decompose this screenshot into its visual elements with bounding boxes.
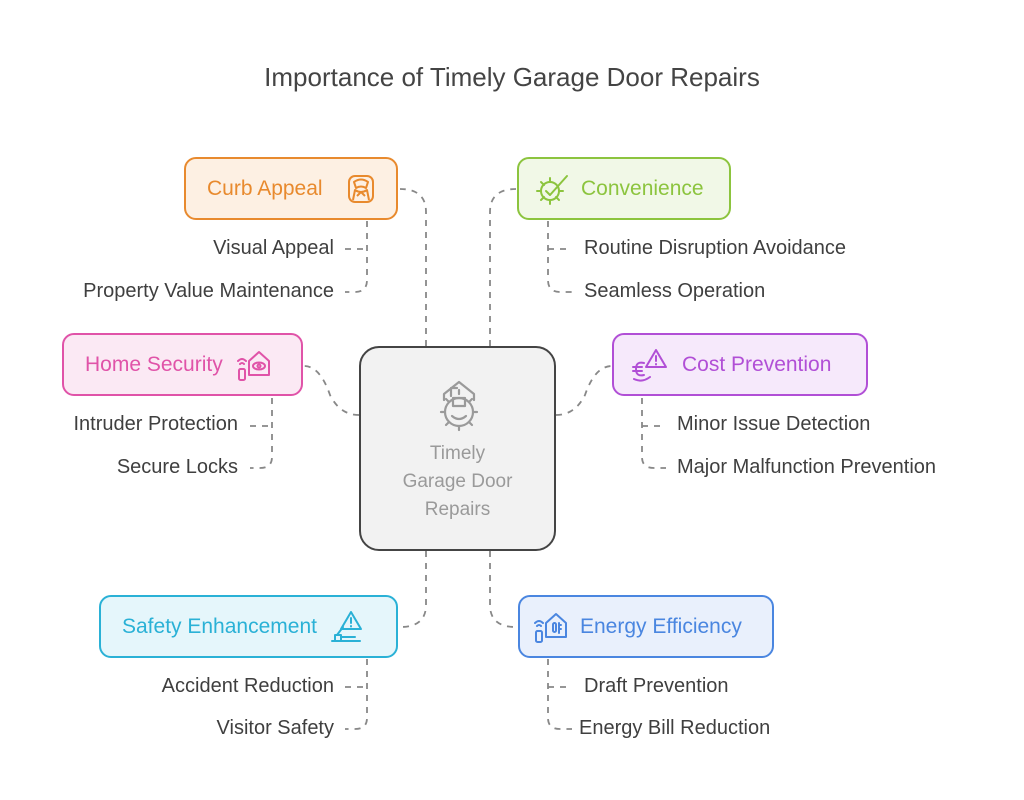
connector-convenience xyxy=(489,188,517,346)
connector-energy-efficiency xyxy=(489,551,517,628)
energy-efficiency-node: Energy Efficiency xyxy=(518,595,774,658)
gear-check-icon xyxy=(536,174,568,205)
connector-safety-enhancement xyxy=(399,551,427,628)
home-camera-icon xyxy=(236,350,270,381)
connector-home-security xyxy=(303,365,360,416)
convenience-label: Convenience xyxy=(581,176,704,200)
car-seat-icon xyxy=(347,174,374,203)
bracket-safety-enhancement xyxy=(345,659,368,730)
cost-warning-icon xyxy=(632,348,667,382)
energy-efficiency-item-1: Draft Prevention xyxy=(584,675,729,697)
connector-curb-appeal xyxy=(399,188,427,346)
connector-cost-prevention xyxy=(555,365,613,416)
cost-prevention-item-2: Major Malfunction Prevention xyxy=(677,456,937,478)
curb-appeal-label: Curb Appeal xyxy=(207,176,323,200)
convenience-node: Convenience xyxy=(517,157,731,220)
cost-prevention-node: Cost Prevention xyxy=(612,333,868,396)
safety-enhancement-item-2: Visitor Safety xyxy=(216,717,334,739)
garage-gear-icon xyxy=(439,380,479,432)
safety-enhancement-node: Safety Enhancement xyxy=(99,595,398,658)
cost-prevention-item-1: Minor Issue Detection xyxy=(677,413,871,435)
convenience-item-2: Seamless Operation xyxy=(584,280,766,302)
home-security-item-1: Intruder Protection xyxy=(73,413,238,435)
diagram-title: Importance of Timely Garage Door Repairs xyxy=(264,62,760,92)
bracket-cost-prevention xyxy=(641,398,666,469)
center-label-line-2: Garage Door xyxy=(402,471,513,492)
home-security-node: Home Security xyxy=(62,333,303,396)
curb-appeal-item-1: Visual Appeal xyxy=(213,237,334,259)
energy-efficiency-label: Energy Efficiency xyxy=(580,614,742,638)
bracket-convenience xyxy=(547,221,572,293)
bracket-energy-efficiency xyxy=(547,659,572,730)
energy-house-icon xyxy=(534,612,567,643)
home-security-label: Home Security xyxy=(85,352,223,376)
curb-appeal-item-2: Property Value Maintenance xyxy=(83,280,334,302)
center-label-line-1: Timely xyxy=(429,443,486,464)
safety-enhancement-label: Safety Enhancement xyxy=(122,614,317,638)
energy-efficiency-item-2: Energy Bill Reduction xyxy=(579,717,771,739)
home-security-item-2: Secure Locks xyxy=(116,456,238,478)
center-label-line-3: Repairs xyxy=(424,499,491,520)
center-node: Timely Garage Door Repairs xyxy=(359,346,556,551)
cost-prevention-label: Cost Prevention xyxy=(682,352,832,376)
bracket-home-security xyxy=(250,398,273,469)
convenience-item-1: Routine Disruption Avoidance xyxy=(584,237,847,259)
safety-warning-icon xyxy=(330,610,362,642)
safety-enhancement-item-1: Accident Reduction xyxy=(161,675,334,697)
curb-appeal-node: Curb Appeal xyxy=(184,157,398,220)
bracket-curb-appeal xyxy=(345,221,368,293)
